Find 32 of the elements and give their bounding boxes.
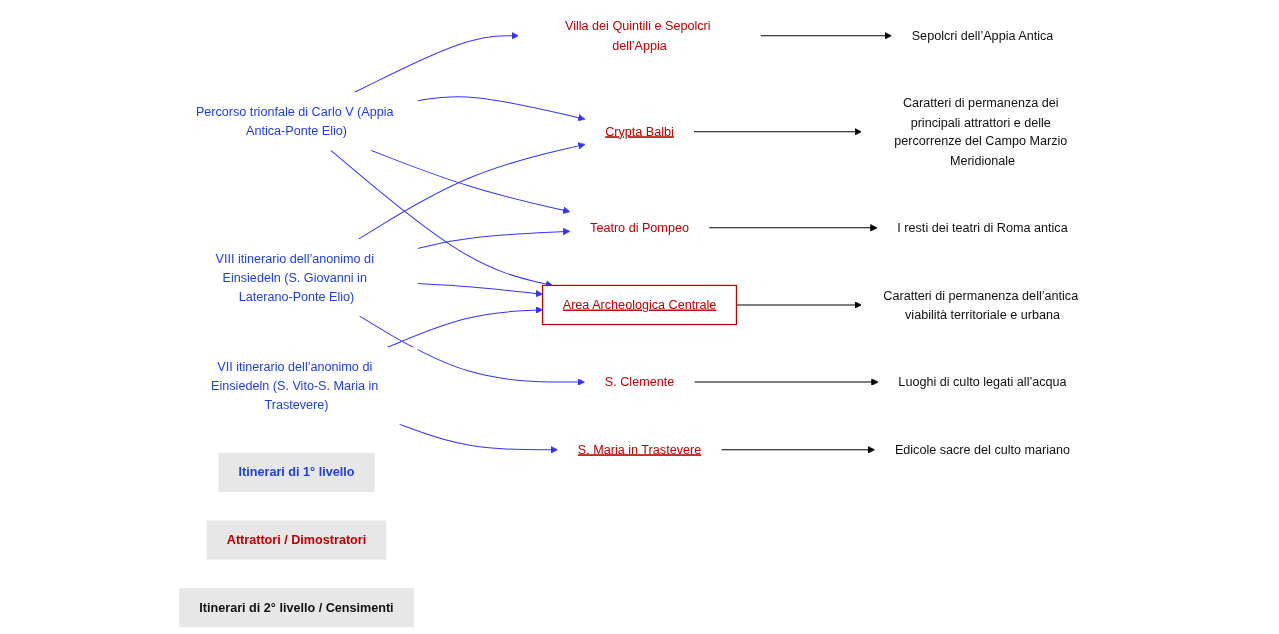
node-text: Villa dei Quintili e Sepolcri dell’Appia: [564, 18, 711, 52]
node-text: Percorso trionfale di Carlo V (Appia Antica-Ponte Elio): [195, 104, 394, 138]
node-box: Attrattori / Dimostratori: [206, 520, 387, 560]
arrow: [693, 128, 862, 136]
arrow: [693, 378, 879, 386]
arrow: [760, 32, 892, 40]
node-text: Luoghi di culto legati all’acqua: [898, 374, 1067, 389]
arrow: [354, 32, 519, 93]
node-text: Caratteri di permanenza dei principali attrattori e delle percorrenze del Campo Marzio Meridionale: [894, 95, 1068, 167]
arrow: [370, 149, 571, 214]
node-text: Edicole sacre del culto mariano: [894, 442, 1071, 457]
arrow: [358, 142, 586, 240]
node-text: S. Clemente: [604, 374, 675, 389]
arrow: [720, 446, 876, 454]
node-text: I resti dei teatri di Roma antica: [897, 220, 1068, 235]
arrow: [359, 315, 585, 386]
node-text: Sepolcri dell’Appia Antica: [911, 27, 1054, 43]
arrow: [417, 96, 586, 122]
node-text: VII itinerario dell’anonimo di Einsiedeln (S. Vito-S. Maria in Trastevere): [211, 359, 379, 412]
arrow: [399, 423, 558, 454]
node-text: Caratteri di permanenza dell’antica viabilità territoriale e urbana: [883, 287, 1079, 321]
arrow: [387, 306, 543, 348]
node-text: S. Maria in Trastevere: [577, 442, 702, 457]
node-text: Crypta Balbi: [605, 124, 674, 139]
node-text: Teatro di Pompeo: [590, 220, 689, 235]
node-box: Area Archeologica Centrale: [541, 284, 738, 326]
node-text: VIII itinerario dell’anonimo di Einsiedeln (S. Giovanni in Laterano-Ponte Elio): [215, 250, 374, 304]
arrow: [708, 224, 878, 232]
arrow: [417, 283, 543, 298]
node-box: Itinerari di 2° livello / Censimenti: [179, 588, 414, 628]
node-box: Itinerari di 1° livello: [218, 452, 375, 492]
arrow: [417, 227, 571, 249]
